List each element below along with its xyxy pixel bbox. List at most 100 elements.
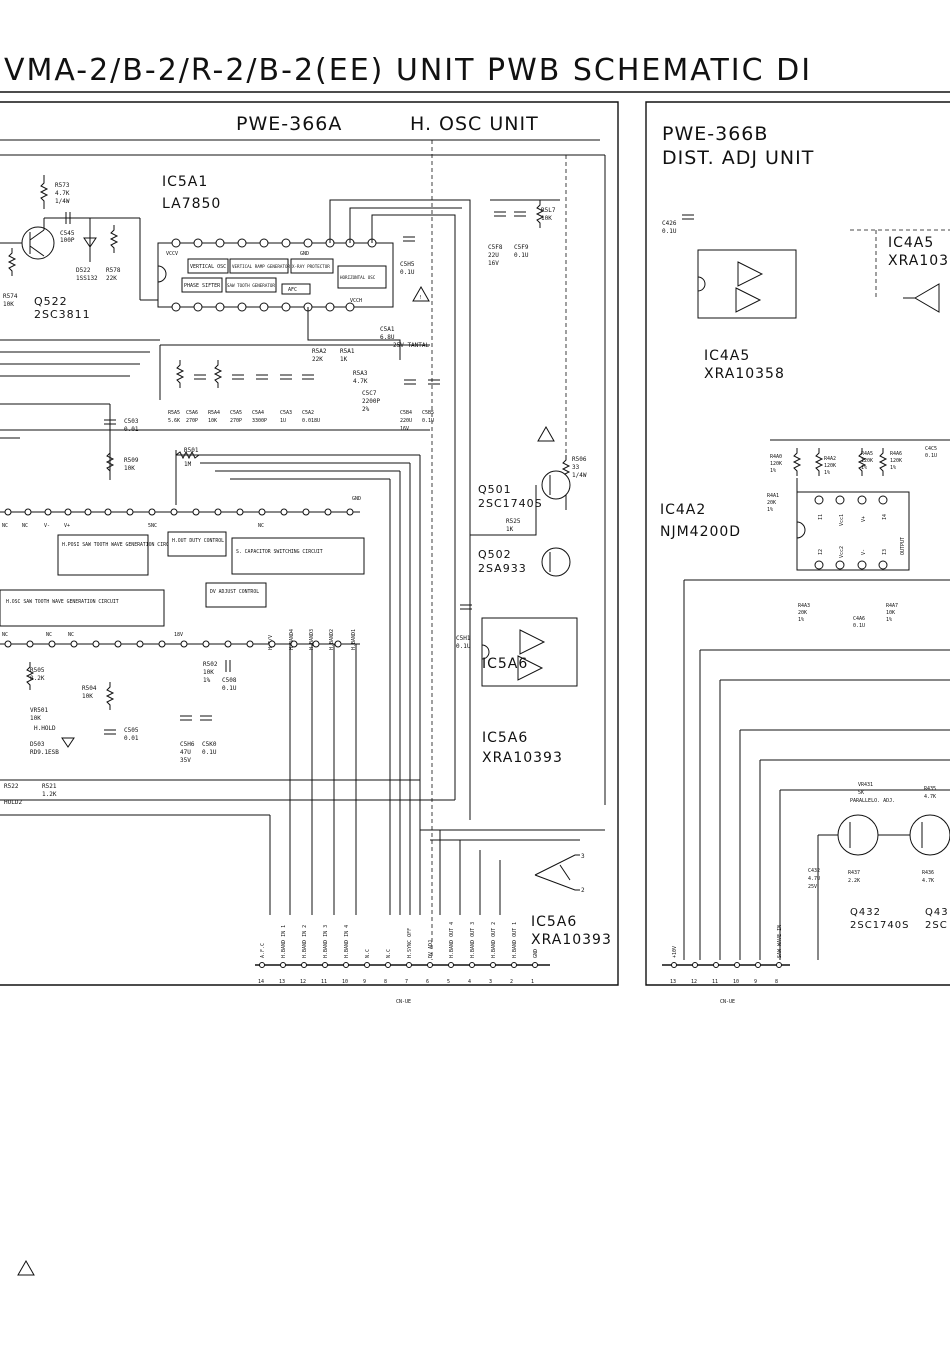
svg-text:V-: V- (861, 549, 867, 555)
svg-text:R5A1: R5A1 (340, 348, 355, 355)
svg-text:H.BAND2: H.BAND2 (329, 629, 335, 650)
transistor-q432-symbol (837, 814, 879, 856)
svg-text:R506: R506 (572, 456, 587, 463)
connector-pin-number: 8 (384, 979, 387, 985)
svg-text:0.018U: 0.018U (302, 418, 320, 424)
block-vertical-osc (187, 258, 229, 274)
svg-text:0.1U: 0.1U (662, 228, 677, 235)
connector-pin (448, 962, 454, 968)
svg-text:IC5A6: IC5A6 (482, 730, 528, 746)
right-unit-name: DIST. ADJ UNIT (662, 147, 814, 169)
block-hout-duty (167, 531, 227, 557)
svg-text:C5H5: C5H5 (400, 261, 415, 268)
connector-pin-label: H.BAND OUT 1 (512, 922, 518, 958)
r574-val: 10K (3, 301, 14, 308)
connector-pin-number: 12 (300, 979, 306, 985)
svg-text:Q501: Q501 (478, 483, 512, 496)
connector-pin-number: 10 (342, 979, 348, 985)
ic5a1-vcch: VCCH (350, 298, 362, 304)
connector-pin-label: +10V (672, 946, 678, 958)
ic4a5-body (697, 249, 797, 319)
svg-text:GND: GND (352, 496, 361, 502)
svg-text:47U: 47U (180, 749, 191, 756)
block-vertical-ramp (229, 258, 289, 274)
connector-pin (427, 962, 433, 968)
svg-text:IC5A6: IC5A6 (482, 656, 528, 672)
d522-ref: D522 (76, 267, 91, 274)
svg-text:C5F8: C5F8 (488, 244, 503, 251)
left-panel-border (0, 101, 619, 986)
svg-text:C503: C503 (124, 418, 139, 425)
svg-text:0.01: 0.01 (124, 426, 139, 433)
svg-text:10K: 10K (541, 215, 552, 222)
svg-text:2SC1740S: 2SC1740S (478, 497, 543, 510)
connector-pin-label: N.C (365, 949, 371, 958)
svg-text:0.1U: 0.1U (202, 749, 217, 756)
transistor-q501-symbol (541, 470, 571, 500)
svg-text:4.7K: 4.7K (353, 378, 368, 385)
connector-pin-number: 2 (510, 979, 513, 985)
ic5a6-side-part: XRA10393 (531, 932, 612, 948)
svg-text:RD9.1ESB: RD9.1ESB (30, 749, 59, 756)
ic5a1-part: LA7850 (162, 196, 221, 212)
svg-text:R501: R501 (184, 447, 199, 454)
svg-text:220U: 220U (400, 418, 412, 424)
svg-text:16V: 16V (400, 426, 409, 432)
connector-pin (322, 962, 328, 968)
ic4a2-ref: IC4A2 (660, 502, 706, 518)
bottom-cap-row (175, 360, 440, 388)
svg-text:22U: 22U (488, 252, 499, 259)
connector-pin-number: 3 (489, 979, 492, 985)
svg-text:AFC: AFC (288, 287, 297, 293)
svg-text:NC: NC (2, 632, 8, 638)
svg-text:10K: 10K (124, 465, 135, 472)
left-unit-code: PWE-366A (236, 113, 342, 135)
svg-text:XRA103: XRA103 (888, 253, 949, 269)
connector-pin-label: H.BAND OUT 2 (491, 922, 497, 958)
svg-text:5.6K: 5.6K (168, 418, 180, 424)
r578-val: 22K (106, 275, 117, 282)
connector-pin-number: 11 (712, 979, 718, 985)
connector-pin (490, 962, 496, 968)
block-scap-switching (231, 537, 365, 575)
svg-text:V-: V- (44, 523, 50, 529)
svg-text:2SA933: 2SA933 (478, 562, 527, 575)
svg-text:1K: 1K (340, 356, 348, 363)
svg-text:1K: 1K (506, 526, 514, 533)
svg-text:8.2K: 8.2K (30, 675, 45, 682)
svg-text:PHASE SIFTER: PHASE SIFTER (184, 283, 221, 289)
svg-text:C5F9: C5F9 (514, 244, 529, 251)
svg-text:C4A6: C4A6 (853, 616, 865, 622)
ic5a1-bottom-pins (171, 302, 355, 312)
connector-pin (385, 962, 391, 968)
svg-text:0.01: 0.01 (124, 735, 139, 742)
connector-pin (692, 962, 698, 968)
svg-text:3300P: 3300P (252, 418, 267, 424)
connector-pin (259, 962, 265, 968)
connector-pin (755, 962, 761, 968)
r573-val: 4.7K (55, 190, 70, 197)
ic4a2-pins (814, 495, 888, 570)
connector-right-name: CN-UE (720, 999, 735, 1005)
ic4a2-body (796, 491, 910, 571)
svg-text:1.2K: 1.2K (42, 791, 57, 798)
svg-text:C5A1: C5A1 (380, 326, 395, 333)
svg-text:R521: R521 (42, 783, 57, 790)
r573-extra: 1/4W (55, 198, 70, 205)
svg-text:X-RAY PROTECTOR: X-RAY PROTECTOR (292, 264, 330, 269)
transistor-q502-symbol (541, 547, 571, 577)
svg-text:C5K0: C5K0 (202, 741, 217, 748)
svg-text:R4A5: R4A5 (861, 451, 873, 457)
svg-text:33: 33 (572, 464, 580, 471)
connector-pin (406, 962, 412, 968)
connector-pin-number: 12 (691, 979, 697, 985)
connector-pin (671, 962, 677, 968)
svg-text:5K: 5K (858, 790, 864, 796)
svg-text:2200P: 2200P (362, 398, 380, 405)
connector-pin-number: 13 (670, 979, 676, 985)
connector-pin (776, 962, 782, 968)
svg-text:0.1U: 0.1U (456, 643, 471, 650)
svg-text:R5A2: R5A2 (312, 348, 327, 355)
ic4a5-part: XRA10358 (704, 366, 785, 382)
